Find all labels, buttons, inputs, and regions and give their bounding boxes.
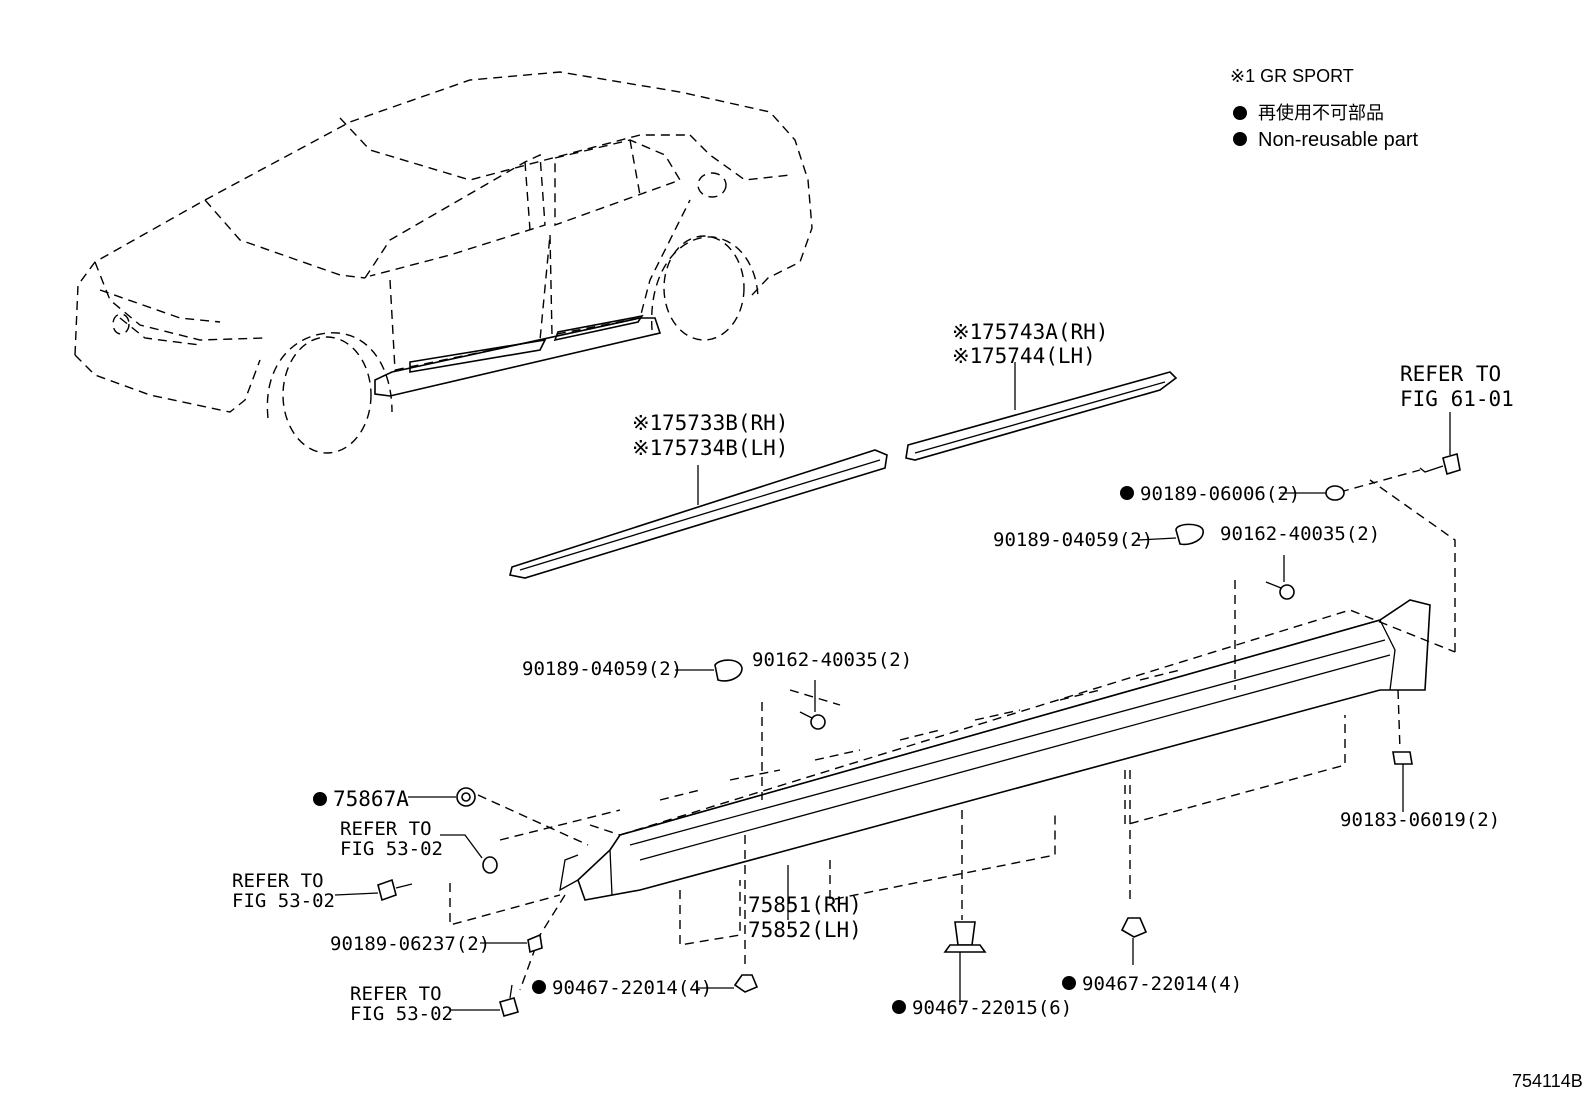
part-label-90467-22014-left: 90467-22014(4) <box>552 977 712 999</box>
non-reusable-bullet-icon <box>532 980 546 994</box>
mark-gr-sport: ※1 <box>952 344 982 368</box>
rocker-panel <box>559 599 1431 920</box>
nut-icon <box>675 659 743 682</box>
legend-non-reusable-en: Non-reusable part <box>1258 129 1419 151</box>
grommet-icon <box>408 787 476 807</box>
clip-icon <box>698 974 759 993</box>
part-label-90467-22015: 90467-22015(6) <box>912 997 1072 1019</box>
non-reusable-bullet-icon <box>1233 132 1247 146</box>
molding-front-upper <box>509 449 888 579</box>
non-reusable-bullet-icon <box>313 792 327 806</box>
clip-icon <box>943 921 987 1005</box>
clip-icon <box>1392 751 1413 812</box>
refer-to-label: REFER TO <box>232 870 324 892</box>
part-label-90162-40035-upper: 90162-40035(2) <box>1220 523 1380 545</box>
part-label-90189-04059-upper: 90189-04059(2) <box>993 529 1153 551</box>
fig-53-02-label: FIG 53-02 <box>232 890 335 912</box>
vehicle-outline <box>74 71 813 454</box>
part-label-75743a: 75743A(RH) <box>982 320 1108 344</box>
mark-gr-sport: ※1 <box>632 436 662 460</box>
nut-icon <box>1137 523 1204 546</box>
refer-to-label: REFER TO <box>350 983 442 1005</box>
part-label-90467-22014-right: 90467-22014(4) <box>1082 973 1242 995</box>
screw-icon <box>1265 555 1295 600</box>
legend: ※1 GR SPORT 再使用不可部品 Non-reusable part <box>1230 66 1419 151</box>
legend-non-reusable-jp: 再使用不可部品 <box>1258 103 1384 123</box>
part-label-75867a: 75867A <box>333 787 409 811</box>
refer-to-label: REFER TO <box>1400 362 1501 386</box>
part-label-90162-40035-lower: 90162-40035(2) <box>752 649 912 671</box>
non-reusable-bullet-icon <box>892 1000 906 1014</box>
mark-gr-sport: ※1 <box>632 411 662 435</box>
molding-rear-upper <box>905 362 1178 461</box>
screw-icon <box>799 680 826 730</box>
clip-icon <box>480 933 543 954</box>
non-reusable-bullet-icon <box>1062 976 1076 990</box>
bolt-icon <box>334 878 413 902</box>
part-label-90183-06019: 90183-06019(2) <box>1340 809 1500 831</box>
part-label-90189-06237: 90189-06237(2) <box>330 933 490 955</box>
legend-gr-sport: ※1 GR SPORT <box>1230 66 1354 86</box>
fig-61-01-label: FIG 61-01 <box>1400 387 1514 411</box>
attachment-guides <box>449 469 1456 991</box>
part-label-75852: 75852(LH) <box>748 918 862 942</box>
clip-icon <box>1280 485 1345 501</box>
non-reusable-bullet-icon <box>1120 486 1134 500</box>
part-label-75851: 75851(RH) <box>748 893 862 917</box>
bolt-icon <box>450 984 519 1017</box>
part-label-90189-06006: 90189-06006(2) <box>1140 483 1300 505</box>
fig-53-02-label: FIG 53-02 <box>340 838 443 860</box>
clip-icon <box>440 834 498 874</box>
part-label-75733b: 75733B(RH) <box>662 411 788 435</box>
mark-gr-sport: ※1 <box>952 320 982 344</box>
screw-icon <box>1419 452 1461 476</box>
part-label-75734b: 75734B(LH) <box>662 436 788 460</box>
part-label-75744: 75744(LH) <box>982 344 1096 368</box>
refer-to-label: REFER TO <box>340 818 432 840</box>
part-label-90189-04059-lower: 90189-04059(2) <box>522 658 682 680</box>
non-reusable-bullet-icon <box>1233 106 1247 120</box>
clip-icon <box>1120 917 1148 965</box>
illustration-id: 754114B <box>1512 1071 1583 1091</box>
fig-53-02-label: FIG 53-02 <box>350 1003 453 1025</box>
